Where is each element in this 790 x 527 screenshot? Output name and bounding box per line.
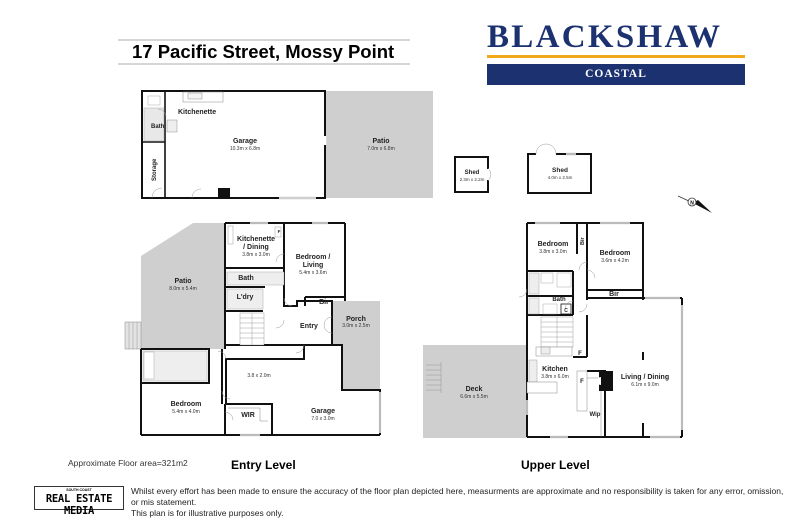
media-logo-small: SOUTH COAST xyxy=(66,488,92,492)
shed-small: Shed 2.3m x 2.2m xyxy=(454,156,492,193)
entry-bedroom-dims: 5.4m x 4.0m xyxy=(172,409,200,415)
upper-level-title: Upper Level xyxy=(521,458,590,472)
outbuilding-bath-label: Bath xyxy=(151,124,165,130)
entry-kitchenette-label: Kitchenette xyxy=(237,236,275,243)
outbuilding-plan: Kitchenette Bath Storage Garage 10.3m x … xyxy=(141,90,433,200)
upper-living-dining-label: Living / Dining xyxy=(621,374,669,381)
upper-fridge2-label: F xyxy=(580,379,584,385)
shed-small-dims: 2.3m x 2.2m xyxy=(460,177,485,182)
outbuilding-garage-dims: 10.3m x 6.8m xyxy=(230,146,260,152)
outbuilding-storage-label: Storage xyxy=(152,158,158,181)
entry-fridge-label: F xyxy=(278,229,281,234)
entry-laundry-label: L'dry xyxy=(237,294,254,301)
entry-level-plan: Patio 8.0m x 5.4m Kitchenette / Dining 3… xyxy=(124,221,382,437)
entry-wir-label: WIR xyxy=(241,412,255,419)
upper-kitchen-label: Kitchen xyxy=(542,366,568,373)
entry-bedroom-living-label2: Living xyxy=(303,262,324,269)
disclaimer: Whilst every effort has been made to ens… xyxy=(131,486,790,519)
upper-level-plan: Bedroom 3.8m x 3.0m Bedroom 3.6m x 4.2m … xyxy=(423,221,684,439)
entry-porch-dims: 3.0m x 2.5m xyxy=(342,323,370,329)
entry-garage-label: Garage xyxy=(311,408,335,415)
upper-bir-vertical-label: Bir xyxy=(580,237,586,246)
upper-bedroom1-dims: 3.8m x 3.0m xyxy=(539,249,567,255)
entry-bir-label: Bir xyxy=(319,299,329,306)
upper-cupboard-label: C xyxy=(564,308,568,314)
disclaimer-line-2: This plan is for illustrative purposes o… xyxy=(131,508,284,518)
upper-deck-dims: 6.6m x 5.5m xyxy=(460,394,488,400)
upper-bedroom2-label: Bedroom xyxy=(600,250,631,257)
compass-north-icon: N xyxy=(677,195,712,213)
address-title-bar: 17 Pacific Street, Mossy Point xyxy=(118,39,410,65)
upper-bath-label: Bath xyxy=(552,297,566,303)
shed-large-label: Shed xyxy=(552,167,568,174)
entry-porch-area xyxy=(332,301,380,390)
outbuilding-kitchenette-label: Kitchenette xyxy=(178,109,216,116)
brand-gold-rule xyxy=(487,55,745,58)
shed-large: Shed 4.0m x 2.5m xyxy=(527,143,592,194)
floor-area-label: Approximate Floor area=321m2 xyxy=(68,458,188,468)
entry-bedroom-label: Bedroom xyxy=(171,401,202,408)
entry-patio-dims: 8.0m x 5.4m xyxy=(169,286,197,292)
address-title: 17 Pacific Street, Mossy Point xyxy=(132,41,395,62)
outbuilding-patio-dims: 7.0m x 6.8m xyxy=(367,146,395,152)
upper-bedroom2-dims: 3.6m x 4.2m xyxy=(601,258,629,264)
entry-bedroom-living-label1: Bedroom / xyxy=(296,254,331,261)
upper-fridge1-label: F xyxy=(578,351,582,357)
outbuilding-patio-label: Patio xyxy=(372,138,389,145)
entry-bedroom-living-dims: 5.4m x 3.6m xyxy=(299,270,327,276)
entry-bath-label: Bath xyxy=(238,275,254,282)
outbuilding-patio-area xyxy=(325,91,433,198)
entry-patio-label: Patio xyxy=(174,278,191,285)
real-estate-media-logo: SOUTH COAST REAL ESTATE MEDIA xyxy=(34,486,124,517)
entry-entry-label: Entry xyxy=(300,323,318,330)
upper-living-dining-dims: 6.1m x 9.0m xyxy=(631,382,659,388)
entry-patio-area xyxy=(141,223,225,349)
media-logo-big: REAL ESTATE MEDIA xyxy=(45,493,113,517)
outbuilding-garage-label: Garage xyxy=(233,138,257,145)
compass-label: N xyxy=(690,201,694,207)
upper-wip-label: Wip xyxy=(590,412,601,418)
brand-name: BLACKSHAW xyxy=(487,19,723,55)
upper-deck-area xyxy=(423,345,527,438)
entry-kitchenette-dims: 3.8m x 3.0m xyxy=(242,252,270,258)
entry-garage-dims: 7.0 x 3.0m xyxy=(311,416,334,422)
entry-level-title: Entry Level xyxy=(231,458,296,472)
upper-bedroom1-label: Bedroom xyxy=(538,241,569,248)
entry-porch-label: Porch xyxy=(346,316,366,323)
upper-deck-label: Deck xyxy=(466,386,483,393)
brand-logo: BLACKSHAW COASTAL xyxy=(487,20,745,85)
disclaimer-line-1: Whilst every effort has been made to ens… xyxy=(131,486,784,507)
shed-large-dims: 4.0m x 2.5m xyxy=(548,175,573,180)
brand-subname: COASTAL xyxy=(487,64,745,85)
shed-small-label: Shed xyxy=(465,170,480,176)
upper-bir-label: Bir xyxy=(609,291,619,298)
entry-hall-dims: 3.8 x 2.0m xyxy=(247,373,270,379)
upper-kitchen-dims: 3.8m x 6.0m xyxy=(541,374,569,380)
entry-dining-label: / Dining xyxy=(243,244,269,251)
